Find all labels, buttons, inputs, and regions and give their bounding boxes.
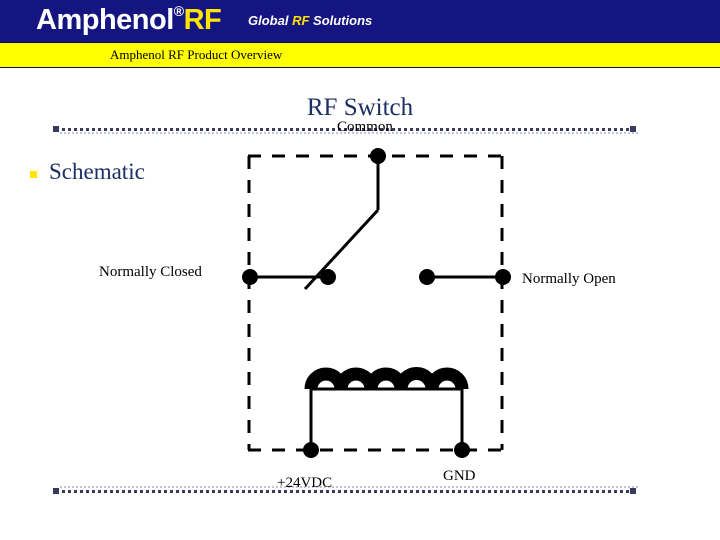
tagline-prefix: Global xyxy=(248,13,293,28)
brand-rf: RF xyxy=(183,4,222,36)
terminal-dot-no-outer xyxy=(495,269,511,285)
terminal-dot-common xyxy=(370,148,386,164)
header-band xyxy=(0,0,720,42)
registered-trademark-icon: ® xyxy=(173,3,184,20)
divider-top-shadow xyxy=(60,132,638,134)
label-common: Common xyxy=(337,119,393,135)
tagline-rf: RF xyxy=(292,13,310,28)
relay-enclosure-dashed-box xyxy=(247,154,504,452)
label-supply-voltage: +24VDC xyxy=(277,475,333,491)
tagline-suffix: Solutions xyxy=(309,13,373,28)
divider-bottom-cap-left xyxy=(53,488,59,494)
divider-top-cap-left xyxy=(53,126,59,132)
relay-coil xyxy=(304,367,469,390)
bullet-label: Schematic xyxy=(49,159,145,184)
label-normally-closed: Normally Closed xyxy=(99,264,202,280)
subtitle-text: Amphenol RF Product Overview xyxy=(110,47,283,62)
terminal-dot-nc-outer xyxy=(242,269,258,285)
switch-arm xyxy=(303,208,380,291)
subtitle-band xyxy=(0,42,720,68)
coil-leads xyxy=(309,387,464,450)
divider-bottom-cap-right xyxy=(630,488,636,494)
brand-name: Amphenol xyxy=(36,4,174,36)
brand-tagline: Global RF Solutions xyxy=(248,13,372,29)
divider-top-cap-right xyxy=(630,126,636,132)
terminal-dot-nc-inner xyxy=(320,269,336,285)
divider-top xyxy=(55,128,635,131)
terminal-dots xyxy=(242,148,511,458)
terminal-dot-vdc xyxy=(303,442,319,458)
page-title: RF Switch xyxy=(306,94,414,121)
label-ground: GND xyxy=(443,468,476,484)
brand-logo: Amphenol®RF xyxy=(36,2,222,38)
terminal-dot-no-inner xyxy=(419,269,435,285)
divider-bottom-shadow xyxy=(60,486,638,488)
terminal-dot-gnd xyxy=(454,442,470,458)
square-bullet-icon xyxy=(30,170,37,178)
divider-bottom xyxy=(55,490,635,493)
label-normally-open: Normally Open xyxy=(522,271,616,287)
bullet-schematic: Schematic xyxy=(30,158,145,186)
